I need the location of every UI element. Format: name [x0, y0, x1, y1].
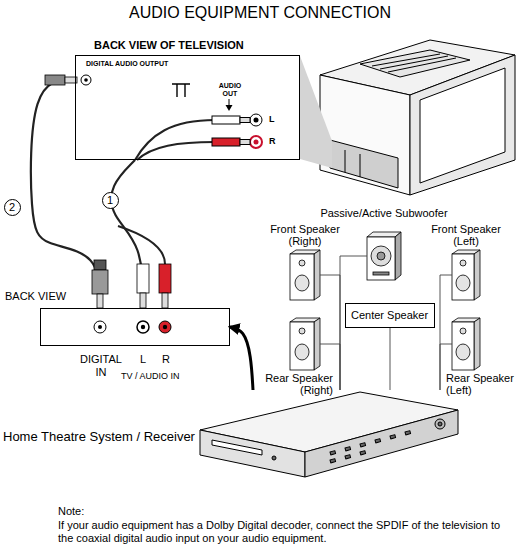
digital-jack [94, 321, 106, 333]
node-label: DIGITAL IN [77, 353, 125, 378]
cable [31, 80, 100, 308]
rca-plug [212, 116, 250, 146]
node-label: TV / AUDIO IN [121, 371, 180, 381]
callout-number: 2 [4, 199, 21, 216]
panel-box: BACK VIEWDIGITAL INLRTV / AUDIO IN [40, 308, 230, 346]
device-node: Home Theatre System / Receiver [198, 390, 460, 478]
node-label: Front Speaker (Left) [426, 223, 506, 247]
node-label: Home Theatre System / Receiver [3, 430, 195, 445]
audio-jack [250, 114, 262, 126]
node-label: DIGITAL AUDIO OUTPUT [86, 60, 168, 68]
cable [118, 226, 165, 264]
callout-number: 1 [102, 192, 119, 209]
flow-arrow [230, 327, 253, 390]
speaker-drawing [290, 232, 480, 370]
node-label: Passive/Active Subwoofer [304, 207, 464, 220]
node-label: AUDIO OUT [214, 82, 246, 98]
panel-ground [75, 55, 300, 160]
speaker-box: Center Speaker [345, 303, 435, 328]
device-node: Front Speaker (Right) [290, 250, 320, 300]
node-label: L [269, 114, 275, 124]
node-label: R [269, 136, 276, 146]
node-label: BACK VIEW [5, 290, 66, 303]
arrow-symbol [226, 105, 233, 111]
television-drawing [320, 40, 515, 195]
title: AUDIO EQUIPMENT CONNECTION [0, 4, 520, 22]
node-label: Rear Speaker (Left) [446, 372, 520, 396]
note-text: If your audio equipment has a Dolby Digi… [58, 519, 508, 544]
node-label: L [140, 353, 146, 366]
node-label: R [162, 353, 170, 366]
node-label: Front Speaker (Right) [265, 223, 345, 247]
digital-jack [81, 75, 91, 85]
audio-jack [137, 321, 149, 333]
node-label: Center Speaker [351, 309, 428, 322]
speaker-wire [390, 328, 391, 390]
node-label: BACK VIEW OF TELEVISION [94, 39, 244, 52]
panel-box: BACK VIEW OF TELEVISIONDIGITAL AUDIO OUT… [75, 55, 300, 160]
audio-jack [159, 321, 171, 333]
note-heading: Note: [58, 505, 178, 518]
node-label: Rear Speaker (Right) [253, 372, 333, 396]
receiver-drawing [200, 392, 458, 477]
digital-plug [45, 75, 108, 308]
rca-plug [137, 264, 171, 308]
device-node: Rear Speaker (Right) [290, 318, 320, 370]
device-node: Front Speaker (Left) [452, 250, 480, 300]
device-node: Rear Speaker (Left) [452, 318, 480, 370]
audio-jack [250, 136, 262, 148]
device-node: Passive/Active Subwoofer [367, 232, 401, 280]
antenna-symbol [172, 84, 190, 97]
zoom-callout [300, 56, 332, 168]
